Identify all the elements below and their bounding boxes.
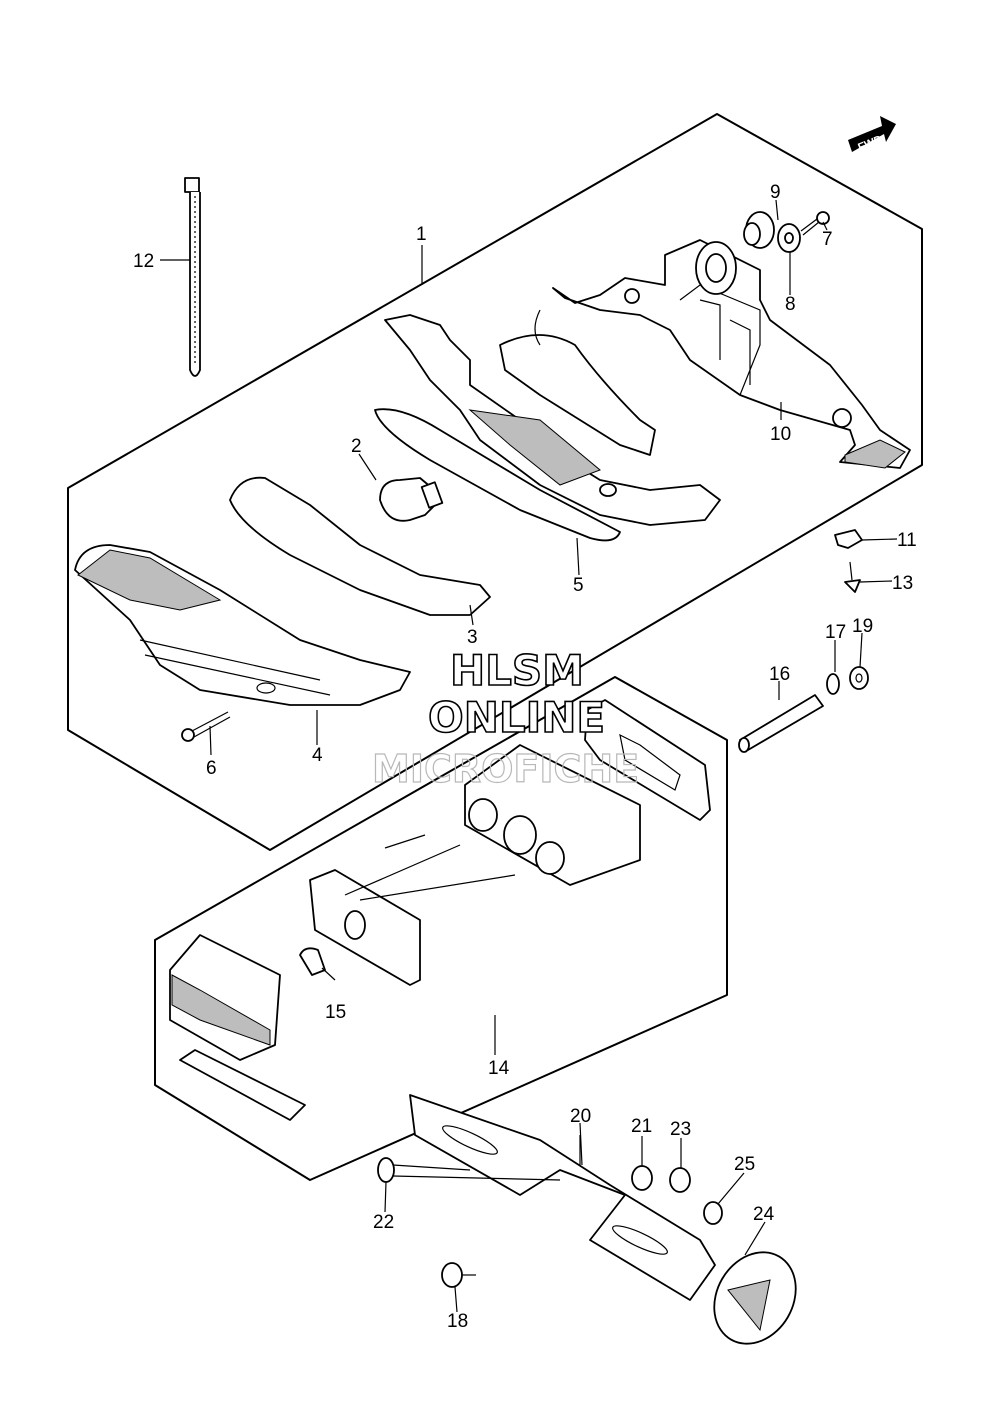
screw-part-6 (181, 711, 231, 742)
nut-part-19 (849, 666, 869, 690)
callout-14: 14 (488, 1058, 510, 1079)
callout-22: 22 (373, 1212, 394, 1233)
callout-5: 5 (573, 575, 584, 596)
callout-13: 13 (892, 573, 913, 594)
fwd-arrow-icon: FWD (848, 116, 896, 154)
callout-10: 10 (770, 424, 791, 445)
callout-19: 19 (852, 616, 873, 637)
callout-8: 8 (785, 294, 796, 315)
callout-9: 9 (770, 182, 781, 203)
callout-3: 3 (467, 627, 478, 648)
screw-part-7 (800, 211, 830, 236)
reflector-part-24 (713, 1251, 797, 1345)
clip-part-18 (441, 1262, 476, 1288)
watermark-line-2: ONLINE (428, 693, 605, 742)
washer-part-21 (631, 1165, 653, 1191)
outer-lens-part-4 (74, 544, 411, 706)
callout-18: 18 (447, 1311, 468, 1332)
callout-25: 25 (734, 1154, 755, 1175)
washer-part-8 (777, 223, 801, 253)
callout-15: 15 (325, 1002, 346, 1023)
nut-part-23 (669, 1167, 691, 1193)
callout-11: 11 (897, 530, 917, 551)
lamp-housing (384, 309, 721, 526)
tail-lamp-bracket-part-10 (552, 239, 911, 469)
clip-nut-part-11 (834, 529, 863, 549)
callout-20: 20 (570, 1106, 591, 1127)
callout-labels: 1 2 3 4 5 6 7 8 9 10 11 12 13 14 15 16 1… (133, 182, 917, 1332)
bolt-part-22 (377, 1157, 561, 1183)
nut-part-25 (703, 1201, 723, 1225)
bulb-part-2 (379, 477, 444, 522)
callout-17: 17 (825, 622, 846, 643)
inner-lens-part-3 (229, 476, 491, 616)
callout-24: 24 (753, 1204, 775, 1225)
callout-23: 23 (670, 1119, 691, 1140)
reflector-bracket-part-20 (409, 1094, 716, 1301)
callout-2: 2 (351, 436, 362, 457)
callout-6: 6 (206, 758, 217, 779)
assembly-frame-1 (67, 113, 923, 851)
watermark-line-3: MICROFICHE (372, 747, 639, 791)
callout-16: 16 (769, 664, 790, 685)
license-lamp-assembly-part-14 (169, 699, 711, 1121)
cable-tie-part-12 (160, 177, 201, 377)
grommet-part-9 (695, 211, 775, 295)
watermark-line-1: HLSM (450, 646, 584, 695)
leader-lines (209, 199, 898, 1313)
gasket-part-5 (374, 408, 621, 542)
callout-21: 21 (631, 1116, 652, 1137)
callout-7: 7 (822, 229, 833, 250)
watermark: HLSM ONLINE MICROFICHE (371, 645, 639, 791)
callout-4: 4 (312, 745, 323, 766)
callout-12: 12 (133, 251, 154, 272)
callout-1: 1 (416, 224, 427, 245)
assembly-frame-14 (154, 676, 728, 1181)
washer-part-17 (826, 673, 840, 695)
screw-part-13 (844, 561, 861, 593)
collar-part-16 (738, 694, 824, 753)
